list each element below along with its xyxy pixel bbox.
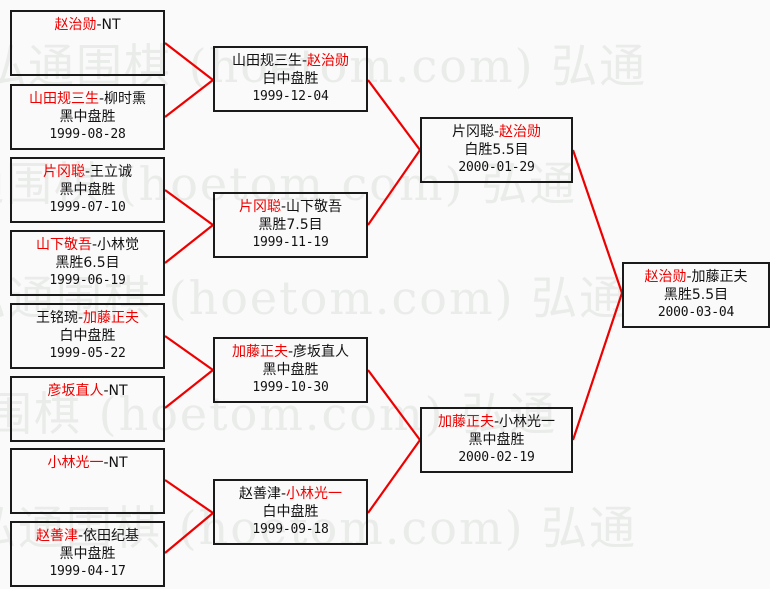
- match-result: 黑中盘胜: [59, 545, 116, 562]
- match-box-r3-2[interactable]: 加藤正夫-小林光一 黑中盘胜 2000-02-19: [420, 407, 573, 473]
- match-result: 黑中盘胜: [468, 431, 525, 448]
- match-box-r3-1[interactable]: 片冈聪-赵治勋 白胜5.5目 2000-01-29: [420, 117, 573, 183]
- match-date: 1999-11-19: [252, 234, 329, 250]
- match-date: 2000-03-04: [657, 304, 735, 320]
- player-winner: 山下敬吾: [35, 237, 92, 253]
- match-players: 赵治勋-加藤正夫: [644, 269, 748, 285]
- match-players: 片冈聪-王立诚: [42, 164, 133, 180]
- player-winner: 彦坂直人: [47, 383, 104, 399]
- player-loser: 王立诚: [90, 164, 133, 180]
- match-result: 黑胜5.5目: [663, 286, 729, 303]
- player-winner: 小林光一: [286, 486, 343, 502]
- player-loser: 依田纪基: [83, 528, 140, 544]
- match-box-r1-7[interactable]: 小林光一-NT: [10, 448, 165, 514]
- match-box-r2-2[interactable]: 片冈聪-山下敬吾 黑胜7.5目 1999-11-19: [213, 192, 368, 258]
- player-winner: 片冈聪: [238, 199, 281, 215]
- match-players: 赵治勋-NT: [54, 17, 121, 33]
- match-box-r2-3[interactable]: 加藤正夫-彦坂直人 黑中盘胜 1999-10-30: [213, 337, 368, 403]
- player-loser: 小林觉: [97, 237, 140, 253]
- player-winner: 片冈聪: [42, 164, 85, 180]
- match-result: 白中盘胜: [59, 327, 116, 344]
- player-loser: NT: [101, 17, 121, 33]
- player-winner: 加藤正夫: [231, 344, 288, 360]
- match-result: 黑中盘胜: [262, 361, 319, 378]
- match-box-r1-4[interactable]: 山下敬吾-小林觉 黑胜6.5目 1999-06-19: [10, 230, 165, 296]
- player-winner: 加藤正夫: [437, 414, 494, 430]
- player-loser: 彦坂直人: [293, 344, 350, 360]
- match-players: 彦坂直人-NT: [47, 383, 128, 399]
- player-winner: 赵治勋: [499, 124, 542, 140]
- match-result: 黑中盘胜: [59, 108, 116, 125]
- match-players: 加藤正夫-小林光一: [437, 414, 556, 430]
- match-box-r1-2[interactable]: 山田规三生-柳时熏 黑中盘胜 1999-08-28: [10, 84, 165, 150]
- player-loser: NT: [108, 455, 128, 471]
- player-loser: 加藤正夫: [691, 269, 748, 285]
- match-result: 白中盘胜: [262, 503, 319, 520]
- player-loser: 片冈聪: [451, 124, 494, 140]
- match-players: 山下敬吾-小林觉: [35, 237, 140, 253]
- match-date: 1999-08-28: [49, 126, 126, 142]
- match-result: 黑胜6.5目: [55, 254, 120, 271]
- player-winner: 赵治勋: [307, 53, 350, 69]
- match-players: 小林光一-NT: [47, 455, 128, 471]
- match-date: 1999-06-19: [49, 272, 126, 288]
- player-loser: NT: [108, 383, 128, 399]
- match-players: 赵善津-依田纪基: [35, 528, 140, 544]
- match-players: 山田规三生-柳时熏: [28, 91, 147, 107]
- player-loser: 柳时熏: [104, 91, 147, 107]
- player-loser: 小林光一: [499, 414, 556, 430]
- match-players: 王铭琬-加藤正夫: [35, 310, 140, 326]
- match-date: 1999-05-22: [49, 345, 126, 361]
- match-players: 赵善津-小林光一: [238, 486, 343, 502]
- match-result: 白中盘胜: [262, 70, 319, 87]
- match-date: 1999-09-18: [252, 521, 329, 537]
- player-loser: 赵善津: [238, 486, 281, 502]
- match-box-r2-4[interactable]: 赵善津-小林光一 白中盘胜 1999-09-18: [213, 479, 368, 545]
- match-result: 黑中盘胜: [59, 181, 116, 198]
- match-players: 加藤正夫-彦坂直人: [231, 344, 350, 360]
- player-winner: 小林光一: [47, 455, 104, 471]
- match-date: 1999-10-30: [252, 379, 329, 395]
- match-players: 片冈聪-山下敬吾: [238, 199, 343, 215]
- player-winner: 山田规三生: [28, 91, 99, 107]
- match-date: 1999-12-04: [252, 88, 329, 104]
- match-result: 黑胜7.5目: [258, 216, 323, 233]
- match-result: 白胜5.5目: [464, 141, 529, 158]
- match-date: 2000-02-19: [458, 449, 535, 465]
- player-loser: 山田规三生: [231, 53, 302, 69]
- match-players: 山田规三生-赵治勋: [231, 53, 350, 69]
- match-date: 2000-01-29: [458, 159, 535, 175]
- match-date: 1999-07-10: [49, 199, 126, 215]
- player-loser: 王铭琬: [35, 310, 78, 326]
- player-winner: 赵治勋: [644, 269, 687, 285]
- match-box-r1-3[interactable]: 片冈聪-王立诚 黑中盘胜 1999-07-10: [10, 157, 165, 223]
- player-winner: 加藤正夫: [83, 310, 140, 326]
- match-box-final[interactable]: 赵治勋-加藤正夫 黑胜5.5目 2000-03-04: [622, 262, 770, 328]
- player-winner: 赵治勋: [54, 17, 97, 33]
- player-winner: 赵善津: [35, 528, 78, 544]
- match-box-r1-6[interactable]: 彦坂直人-NT: [10, 376, 165, 442]
- match-players: 片冈聪-赵治勋: [451, 124, 542, 140]
- match-box-r1-1[interactable]: 赵治勋-NT: [10, 10, 165, 76]
- match-box-r2-1[interactable]: 山田规三生-赵治勋 白中盘胜 1999-12-04: [213, 46, 368, 112]
- player-loser: 山下敬吾: [286, 199, 343, 215]
- match-box-r1-5[interactable]: 王铭琬-加藤正夫 白中盘胜 1999-05-22: [10, 303, 165, 369]
- match-box-r1-8[interactable]: 赵善津-依田纪基 黑中盘胜 1999-04-17: [10, 521, 165, 587]
- match-date: 1999-04-17: [49, 563, 126, 579]
